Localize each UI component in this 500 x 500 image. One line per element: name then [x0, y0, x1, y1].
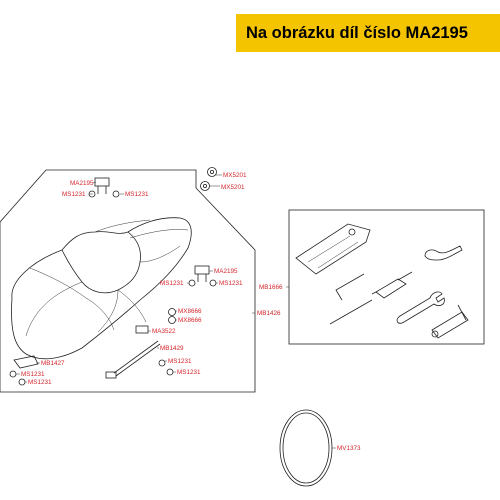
seat-group-outline [0, 169, 256, 393]
screw-part [188, 279, 196, 287]
open-wrench [396, 291, 445, 324]
label-ms1231-low2: MS1231 [177, 369, 201, 376]
label-mb1429: MB1429 [160, 345, 184, 352]
hook-wrench [424, 245, 463, 261]
screw-part [209, 279, 217, 287]
label-ms1231-mid-l: MS1231 [160, 280, 184, 287]
washer-part [168, 308, 176, 316]
label-mb1427: MB1427 [41, 360, 65, 367]
spark-plug-wrench [431, 304, 469, 339]
washer-part [168, 316, 176, 324]
label-mx5201-a: MX5201 [223, 172, 247, 179]
label-mx5201-b: MX5201 [221, 184, 245, 191]
label-ms1231-bl2: MS1231 [28, 379, 52, 386]
label-ma2195-top: MA2195 [70, 180, 94, 187]
damper-rod [105, 340, 161, 379]
tool-pouch [295, 223, 371, 275]
screw-part [166, 368, 174, 376]
label-ms1231-low: MS1231 [168, 358, 192, 365]
seat-drawing [11, 217, 192, 360]
o-ring-inner [282, 412, 330, 484]
label-mx8666-a: MX8666 [178, 308, 202, 315]
screw-part [18, 378, 26, 386]
label-mb1426: MB1426 [257, 310, 281, 317]
screw-part [9, 370, 17, 378]
hook-part [194, 265, 210, 282]
leader-lines [16, 174, 255, 383]
part-number-banner: Na obrázku díl číslo MA2195 [236, 14, 500, 52]
bracket-part [135, 325, 149, 334]
screw-part [158, 359, 166, 367]
screwdriver [371, 271, 413, 299]
label-ms1231-bl: MS1231 [21, 371, 45, 378]
label-mx8666-b: MX8666 [178, 317, 202, 324]
label-mb1666: MB1666 [259, 284, 283, 291]
label-mv1373: MV1373 [337, 445, 361, 452]
toolkit-outline [288, 209, 485, 345]
clip-part [94, 177, 110, 194]
label-ms1231-mid-r: MS1231 [219, 280, 243, 287]
nut-part [200, 167, 217, 191]
screw-part [112, 190, 120, 198]
banner-text: Na obrázku díl číslo MA2195 [246, 23, 468, 42]
o-ring-part [279, 409, 333, 487]
label-ms1231-top2: MS1231 [125, 191, 149, 198]
spare-blade [329, 299, 373, 325]
label-ma2195-mid: MA2195 [214, 268, 238, 275]
latch-part [13, 355, 39, 369]
label-ms1231-top: MS1231 [62, 191, 86, 198]
label-ma3522: MA3522 [152, 328, 176, 335]
allen-key [335, 273, 365, 301]
